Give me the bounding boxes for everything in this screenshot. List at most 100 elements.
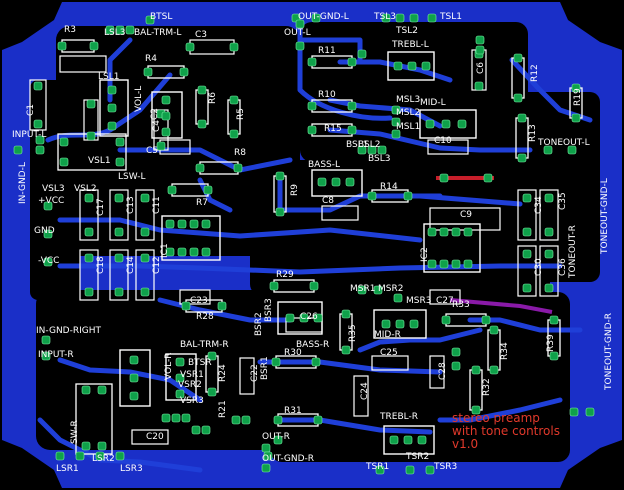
solder-pad <box>191 425 201 435</box>
solder-pad <box>377 145 387 155</box>
solder-pad <box>201 425 211 435</box>
silk-label-input-l: INPUT-L <box>12 130 47 140</box>
silk-label-lsr2: LSR2 <box>92 454 115 464</box>
solder-pad <box>544 227 554 237</box>
silk-label-c3: C3 <box>195 30 208 40</box>
solder-pad <box>441 315 451 325</box>
silk-label-r14: R14 <box>380 182 398 192</box>
silk-label-lsl3: LSL3 <box>104 28 126 38</box>
silk-label-c36: C36 <box>558 258 568 276</box>
solder-pad <box>114 253 124 263</box>
solder-pad <box>165 219 175 229</box>
silk-label-vsr3: VSR3 <box>180 396 204 406</box>
solder-pad <box>567 145 577 155</box>
solder-pad <box>427 13 437 23</box>
solder-pad <box>407 61 417 71</box>
solder-pad <box>513 53 523 63</box>
silk-label-msr3: MSR3 <box>406 296 432 306</box>
solder-pad <box>59 137 69 147</box>
solder-pad <box>391 129 401 139</box>
solder-pad <box>129 391 139 401</box>
silk-label-bsl3: BSL3 <box>368 154 391 164</box>
solder-pad <box>261 443 271 453</box>
solder-pad <box>309 281 319 291</box>
silk-label-toneout-r: TONEOUT-R <box>568 225 578 278</box>
silk-label-r15: R15 <box>324 124 342 134</box>
solder-pad <box>307 57 317 67</box>
silk-label-vsr2: VSR2 <box>178 380 202 390</box>
solder-pad <box>175 389 185 399</box>
solder-pad <box>129 373 139 383</box>
solder-pad <box>522 193 532 203</box>
silk-label-vol-r: VOL-R <box>164 352 174 380</box>
solder-pad <box>341 309 351 319</box>
solder-pad <box>373 285 383 295</box>
solder-pad <box>59 157 69 167</box>
silk-label-c12: C12 <box>152 256 162 274</box>
solder-pad <box>395 319 405 329</box>
silk-label-c26: C26 <box>300 312 318 322</box>
solder-pad <box>463 259 473 269</box>
solder-pad <box>229 42 239 52</box>
solder-pad <box>275 171 285 181</box>
silk-label-vsr1: VSR1 <box>180 370 204 380</box>
solder-pad <box>86 131 96 141</box>
solder-pad <box>544 193 554 203</box>
silk-label-r34: R34 <box>500 342 510 360</box>
solder-pad <box>317 177 327 187</box>
solder-pad <box>285 313 295 323</box>
solder-pad <box>55 451 65 461</box>
silk-label-bass-r: BASS-R <box>296 340 330 350</box>
silk-label-tsl1: TSL1 <box>440 12 462 22</box>
silk-label-c17: C17 <box>96 198 106 216</box>
silk-label-c2: C2 <box>150 107 160 120</box>
silk-label-msl1: MSL1 <box>396 122 421 132</box>
silk-label-lsw-l: LSW-L <box>118 172 146 182</box>
silk-label-r6: R6 <box>208 92 218 104</box>
solder-pad <box>299 313 309 323</box>
silk-label-out-gnd-l: OUT-GND-L <box>298 12 349 22</box>
solder-pad <box>229 129 239 139</box>
solder-pad <box>409 13 419 23</box>
solder-pad <box>107 85 117 95</box>
solder-pad <box>271 357 281 367</box>
solder-pad <box>451 259 461 269</box>
solder-pad <box>381 319 391 329</box>
solder-pad <box>307 125 317 135</box>
solder-pad <box>313 313 323 323</box>
silk-label-btsr: BTSR <box>188 358 212 368</box>
silk-label-c18: C18 <box>96 256 106 274</box>
solder-pad <box>189 247 199 257</box>
solder-pad <box>233 163 243 173</box>
solder-pad <box>89 41 99 51</box>
solder-pad <box>341 345 351 355</box>
silk-label-msr2: MSR2 <box>378 284 404 294</box>
solder-pad <box>195 163 205 173</box>
solder-pad <box>95 451 105 461</box>
solder-pad <box>203 185 213 195</box>
silk-label-msr1: MSR1 <box>350 284 376 294</box>
solder-pad <box>295 19 305 29</box>
solder-pad <box>43 201 53 211</box>
solder-pad <box>181 301 191 311</box>
solder-pad <box>522 249 532 259</box>
solder-pad <box>571 83 581 93</box>
solder-pad <box>86 99 96 109</box>
solder-pad <box>391 105 401 115</box>
silk-label-c13: C13 <box>126 196 136 214</box>
solder-pad <box>391 117 401 127</box>
solder-pad <box>229 95 239 105</box>
solder-pad <box>513 93 523 103</box>
solder-pad <box>375 465 385 475</box>
silk-label-in-gnd-right: IN-GND-RIGHT <box>36 326 101 336</box>
solder-pad <box>517 153 527 163</box>
solder-pad <box>571 113 581 123</box>
solder-pad <box>471 365 481 375</box>
silk-label-plus-vcc: +VCC <box>38 196 65 206</box>
solder-pad <box>114 193 124 203</box>
solder-pad <box>171 413 181 423</box>
silk-label-ic2: IC2 <box>420 247 430 262</box>
solder-pad <box>145 15 155 25</box>
